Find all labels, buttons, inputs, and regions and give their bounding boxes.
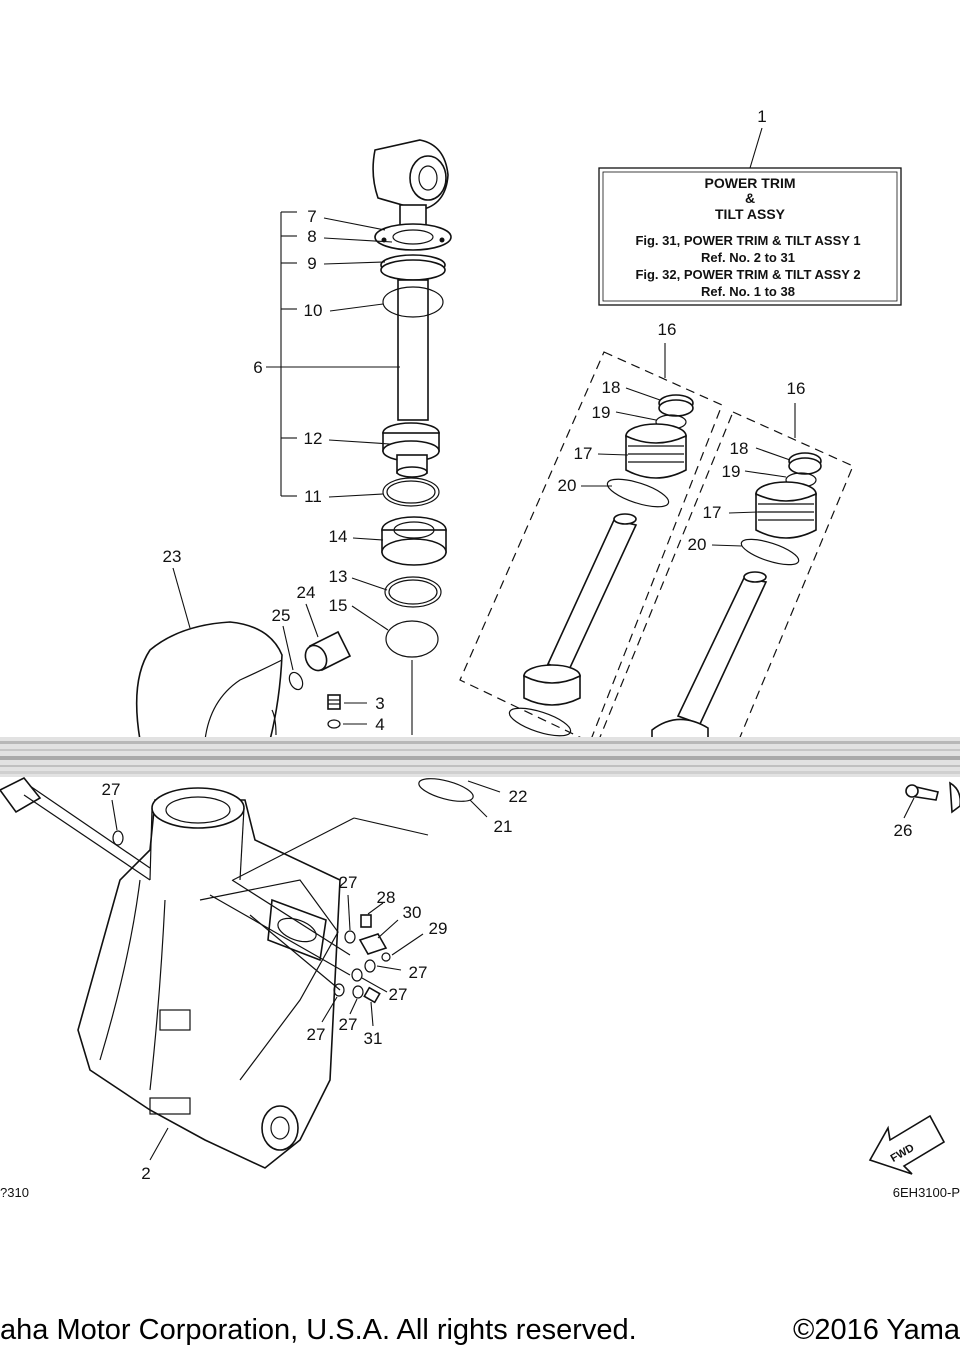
box-ref-line-4: Ref. No. 1 to 38 [701, 284, 795, 299]
callout-1: 1 [757, 107, 766, 126]
tilt-cylinder-rod [372, 139, 452, 735]
trim-cylinder-left [459, 351, 723, 743]
callout-15: 15 [329, 596, 348, 615]
forward-direction-arrow: FWD [868, 1114, 946, 1175]
callout-13: 13 [329, 567, 348, 586]
callout-17-left: 17 [574, 444, 593, 463]
leader-lines-trim [581, 343, 796, 547]
callout-10: 10 [304, 301, 323, 320]
callout-31: 31 [364, 1029, 383, 1048]
diagram-code-left: ?310 [0, 1185, 29, 1200]
callout-4: 4 [375, 715, 384, 734]
callout-9: 9 [307, 254, 316, 273]
callout-18-left: 18 [602, 378, 621, 397]
callout-8: 8 [307, 227, 316, 246]
housing-pipes [0, 776, 429, 991]
callout-16-right: 16 [787, 379, 806, 398]
box-ref-line-3: Fig. 32, POWER TRIM & TILT ASSY 2 [635, 267, 860, 282]
bolt-26 [903, 781, 960, 819]
box-title-line-3: TILT ASSY [715, 206, 786, 222]
callout-20-right: 20 [688, 535, 707, 554]
callout-21: 21 [494, 817, 513, 836]
callout-22: 22 [509, 787, 528, 806]
callout-27-a: 27 [102, 780, 121, 799]
callout-27-d: 27 [389, 985, 408, 1004]
callout-20-left: 20 [558, 476, 577, 495]
callout-24: 24 [297, 583, 316, 602]
callout-3: 3 [375, 694, 384, 713]
group-bracket-6 [266, 211, 400, 497]
callout-6: 6 [253, 358, 262, 377]
small-fittings [111, 799, 424, 1027]
scan-noise-band [0, 737, 960, 777]
callout-18-right: 18 [730, 439, 749, 458]
box-title-line-1: POWER TRIM [705, 175, 796, 191]
box-ref-line-2: Ref. No. 2 to 31 [701, 250, 795, 265]
trim-cylinder-right [597, 411, 854, 743]
callout-19-left: 19 [592, 403, 611, 422]
tilt-housing [77, 787, 341, 1169]
callout-16-left: 16 [658, 320, 677, 339]
assembly-info-box: POWER TRIM & TILT ASSY Fig. 31, POWER TR… [598, 167, 902, 306]
box-title-line-2: & [745, 190, 755, 206]
callout-7: 7 [307, 207, 316, 226]
callout-29: 29 [429, 919, 448, 938]
callout-11: 11 [304, 487, 322, 506]
small-components [282, 603, 367, 729]
reservoir-tank [135, 567, 283, 741]
callout-27-e: 27 [339, 1015, 358, 1034]
callout-27-c: 27 [409, 963, 428, 982]
callout-numbers: 1 2 3 4 6 7 8 9 10 11 12 13 14 15 16 16 … [102, 107, 913, 1183]
callout-27-f: 27 [307, 1025, 326, 1044]
callout-30: 30 [403, 903, 422, 922]
callout-26: 26 [894, 821, 913, 840]
copyright-year-text: ©2016 Yama [793, 1314, 960, 1346]
orings-21-22 [418, 778, 501, 818]
callout-23: 23 [163, 547, 182, 566]
callout-28: 28 [377, 888, 396, 907]
callout-2: 2 [141, 1164, 150, 1183]
leader-lines-cylinder [323, 217, 393, 631]
callout-14: 14 [329, 527, 348, 546]
callout-19-right: 19 [722, 462, 741, 481]
copyright-owner-text: aha Motor Corporation, U.S.A. All rights… [0, 1314, 637, 1346]
callout-27-b: 27 [339, 873, 358, 892]
box-ref-line-1: Fig. 31, POWER TRIM & TILT ASSY 1 [635, 233, 860, 248]
diagram-code-right: 6EH3100-P [893, 1185, 960, 1200]
callout-25: 25 [272, 606, 291, 625]
callout-12: 12 [304, 429, 323, 448]
callout-17-right: 17 [703, 503, 722, 522]
